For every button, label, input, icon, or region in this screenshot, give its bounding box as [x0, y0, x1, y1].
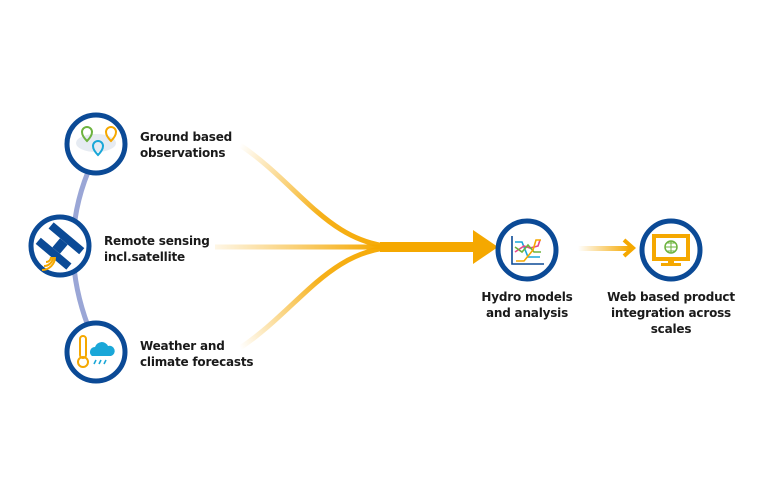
merged-arrow-shaft — [380, 242, 475, 252]
line-chart-icon — [511, 236, 544, 265]
satellite-icon — [35, 222, 85, 271]
merged-arrowhead — [473, 230, 498, 264]
output-arrowhead — [622, 238, 637, 258]
map-pins-icon — [76, 126, 118, 157]
label-line: Web based product — [607, 290, 735, 304]
label-line: Ground based — [140, 130, 233, 144]
monitor-globe-icon — [652, 234, 690, 266]
remote-sensing-label: Remote sensing incl.satellite — [104, 233, 210, 265]
label-line: climate forecasts — [140, 355, 254, 369]
label-line: and analysis — [485, 306, 569, 320]
output-arrow-shaft — [578, 246, 630, 251]
circle-web — [639, 218, 703, 282]
label-line: Weather and — [140, 339, 225, 353]
circle-hydro — [495, 218, 559, 282]
circle-weather — [64, 320, 128, 384]
label-line: Remote sensing — [104, 234, 210, 248]
thermometer-rain-cloud-icon — [77, 335, 115, 368]
ground-based-observations-label: Ground based observations — [140, 129, 232, 161]
web-based-product-label: Web based product integration across sca… — [601, 289, 741, 337]
label-line: scales — [650, 322, 692, 336]
label-line: incl.satellite — [104, 250, 185, 264]
flow-arrow-weather — [238, 244, 401, 351]
hydro-models-label: Hydro models and analysis — [467, 289, 587, 321]
flow-arrow-ground — [238, 142, 401, 250]
label-line: integration across — [610, 306, 731, 320]
circle-ground — [64, 112, 128, 176]
weather-climate-label: Weather and climate forecasts — [140, 338, 254, 370]
circle-remote — [28, 214, 92, 278]
label-line: observations — [140, 146, 226, 160]
label-line: Hydro models — [481, 290, 573, 304]
